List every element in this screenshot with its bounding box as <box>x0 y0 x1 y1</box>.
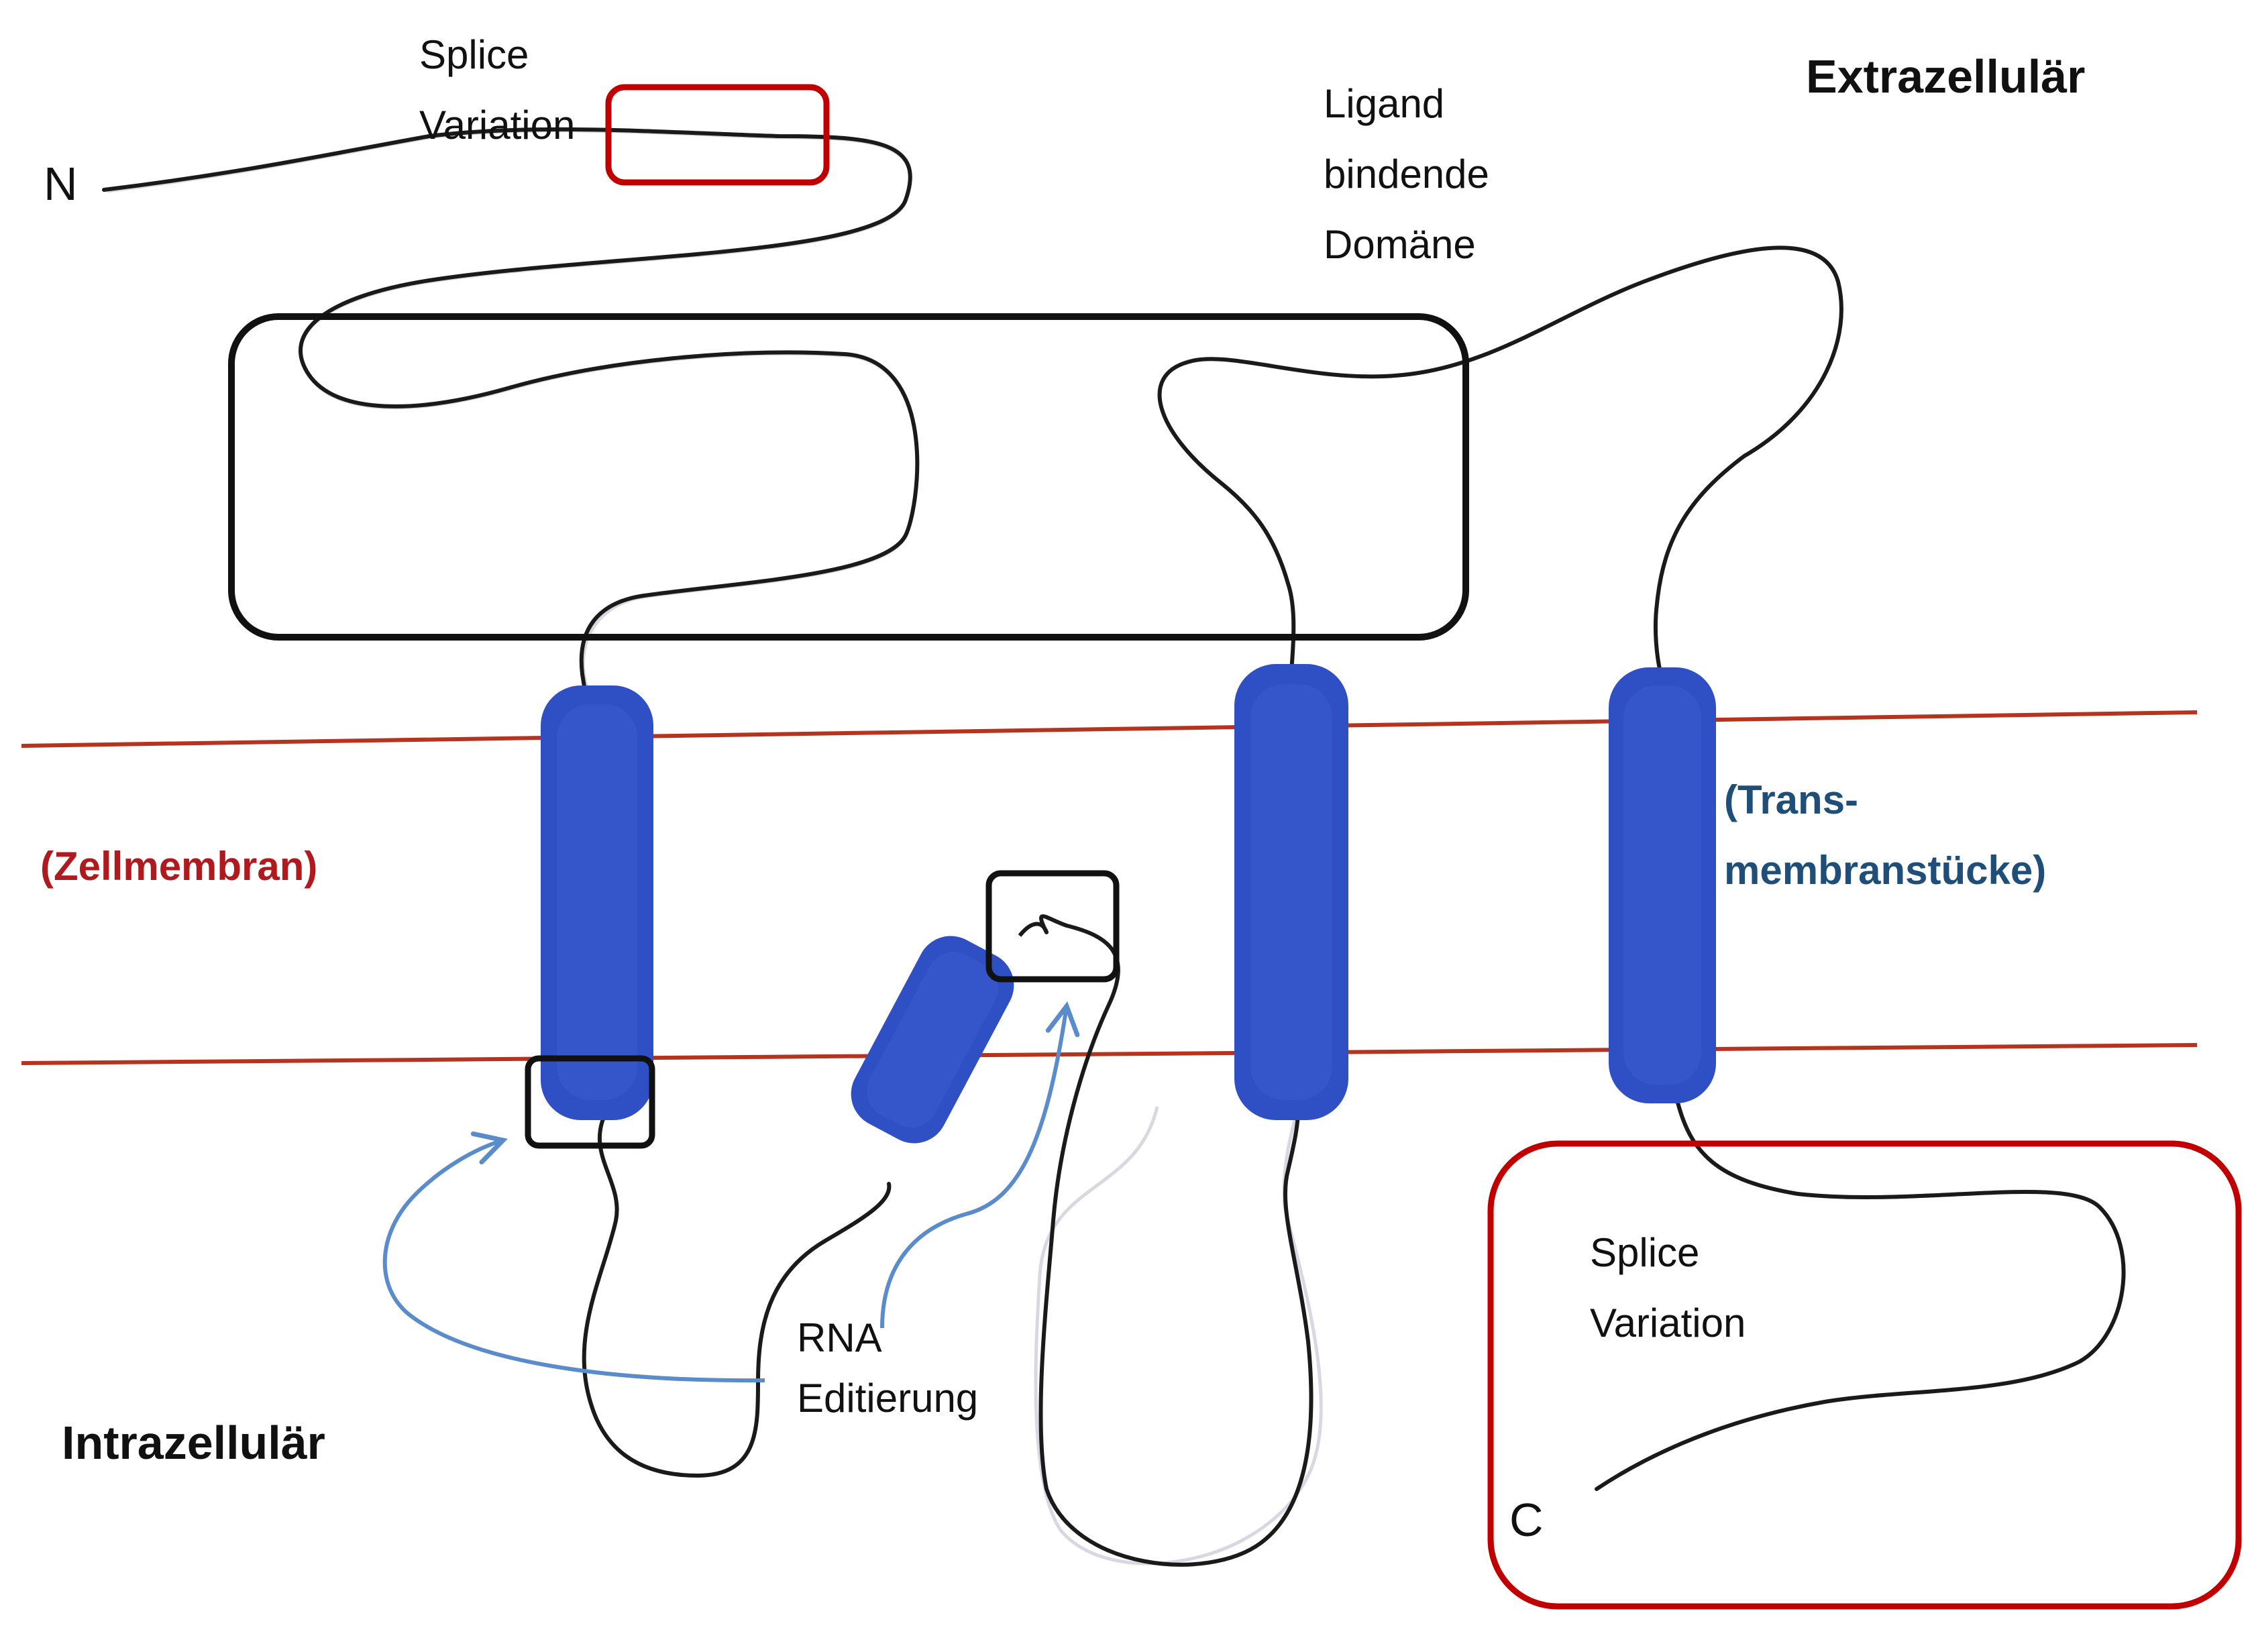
rna-editing-arrow-right <box>880 1001 1080 1329</box>
splice-variation-top-label-line1: Splice <box>419 32 529 77</box>
rna-editing-label-line2: Editierung <box>797 1376 978 1421</box>
rna-editing-box-right <box>985 870 1120 983</box>
membrane-line-outer <box>21 710 2198 748</box>
rna-editing-box-left <box>525 1055 655 1149</box>
c-terminus-label: C <box>1509 1494 1544 1546</box>
membrane-line-inner <box>21 1043 2198 1065</box>
ligand-binding-domain-box <box>228 313 1469 641</box>
extracellular-label: Extrazellulär <box>1806 50 2085 103</box>
chain-connector-2 <box>1018 922 1049 937</box>
transmembrane-label-line1: (Trans- <box>1724 777 1858 822</box>
rna-editing-arrow-left <box>382 1131 765 1383</box>
rna-editing-label-line1: RNA <box>797 1315 882 1360</box>
ligand-binding-label-line1: Ligand <box>1324 81 1444 126</box>
ligand-binding-label-line2: bindende <box>1324 152 1489 197</box>
transmembrane-helix-3 <box>1234 664 1348 1120</box>
n-terminus-label: N <box>44 158 78 210</box>
transmembrane-helix-2 <box>851 936 1014 1144</box>
splice-variation-box-top <box>605 84 830 186</box>
splice-variation-bottom-label-line1: Splice <box>1590 1230 1699 1275</box>
splice-variation-bottom-label-line2: Variation <box>1590 1301 1746 1345</box>
splice-variation-box-bottom <box>1487 1140 2242 1610</box>
polypeptide-chain <box>102 127 2126 1567</box>
intracellular-label: Intrazellulär <box>62 1417 325 1469</box>
transmembrane-label-line2: membranstücke) <box>1724 848 2046 893</box>
splice-variation-top-label-line2: Variation <box>419 103 575 148</box>
cell-membrane-label: (Zellmembran) <box>40 844 317 889</box>
transmembrane-helix-4 <box>1609 667 1716 1103</box>
ligand-binding-label-line3: Domäne <box>1324 222 1476 267</box>
transmembrane-helix-1 <box>541 685 653 1120</box>
